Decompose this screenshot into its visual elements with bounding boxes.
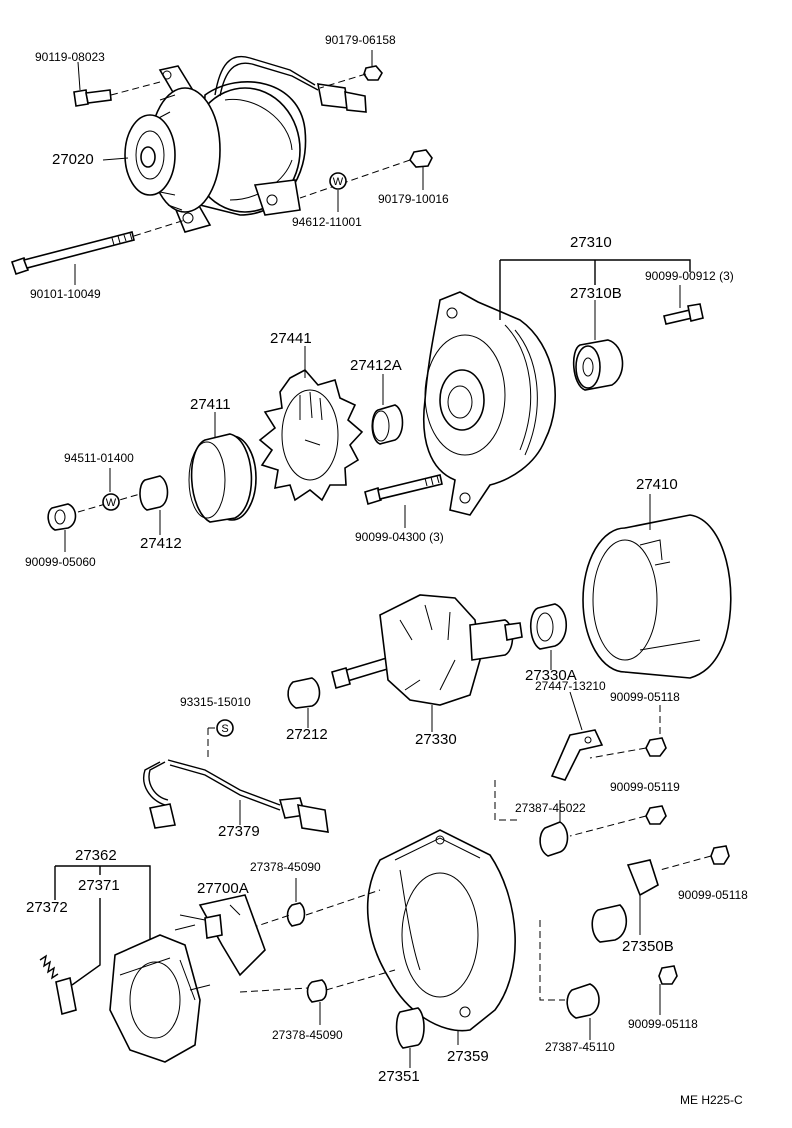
- label-27330a: 27330A: [525, 667, 577, 684]
- label-94511-01400: 94511-01400: [64, 451, 134, 465]
- label-27212: 27212: [286, 726, 328, 743]
- label-90099-05118-c: 90099-05118: [628, 1017, 698, 1031]
- bracket-27447-13210-drawing: [550, 729, 604, 781]
- label-27310b: 27310B: [570, 285, 622, 302]
- label-90099-05118-b: 90099-05118: [678, 888, 748, 902]
- washer-w-marker-2: W: [102, 493, 120, 511]
- label-27441: 27441: [270, 330, 312, 347]
- label-27411: 27411: [190, 396, 231, 413]
- label-27387-45110: 27387-45110: [545, 1040, 615, 1054]
- label-90099-04300: 90099-04300 (3): [355, 530, 444, 544]
- label-90099-00912: 90099-00912 (3): [645, 269, 734, 283]
- label-90099-05118-a: 90099-05118: [610, 690, 680, 704]
- terminal-insulator-27387-45022-drawing: [539, 821, 569, 857]
- label-90101-10049: 90101-10049: [30, 287, 101, 301]
- label-27378-45090-a: 27378-45090: [250, 860, 321, 874]
- nut-90099-05118-c-drawing: [658, 965, 678, 985]
- label-27412: 27412: [140, 535, 182, 552]
- insulator-27378-45090-a-drawing: [286, 902, 306, 927]
- label-90099-05060: 90099-05060: [25, 555, 96, 569]
- nut-90099-05118-b-drawing: [710, 845, 730, 865]
- s-marker: S: [216, 719, 234, 737]
- rotor-27330-drawing: [331, 594, 523, 706]
- spacer-27412a-drawing: [371, 404, 404, 445]
- harness-27379-drawing: [143, 759, 329, 833]
- collar-27412-drawing: [139, 475, 169, 511]
- label-90179-10016: 90179-10016: [378, 192, 449, 206]
- diagram-code: ME H225-C: [680, 1093, 743, 1107]
- label-27412a: 27412A: [350, 357, 402, 374]
- rectifier-end-frame-27359-drawing: [366, 829, 516, 1032]
- bearing-27310b-drawing: [572, 339, 624, 391]
- label-27310: 27310: [570, 234, 612, 251]
- label-27359: 27359: [447, 1048, 489, 1065]
- label-27020: 27020: [52, 151, 94, 168]
- nut-90179-06158-drawing: [363, 65, 383, 81]
- washer-w-marker-1: W: [329, 172, 347, 190]
- label-27387-45022: 27387-45022: [515, 801, 586, 815]
- label-27330: 27330: [415, 731, 457, 748]
- bolt-90099-04300-drawing: [364, 474, 443, 506]
- nut-90099-05118-a-drawing: [645, 737, 667, 757]
- alternator-assembly-drawing: [124, 56, 367, 233]
- fan-27441-drawing: [258, 368, 364, 502]
- w-marker-2-text: W: [106, 497, 117, 509]
- label-93315-15010: 93315-15010: [180, 695, 251, 709]
- label-27362: 27362: [75, 847, 117, 864]
- label-27378-45090-b: 27378-45090: [272, 1028, 343, 1042]
- bushing-27351-drawing: [395, 1007, 425, 1049]
- collar-27212-drawing: [287, 677, 321, 709]
- rectifier-holder-27362-drawing: [109, 924, 211, 1063]
- label-27700a: 27700A: [197, 880, 249, 897]
- insulator-27378-45090-b-drawing: [306, 979, 328, 1003]
- label-94612-11001: 94612-11001: [292, 215, 362, 229]
- screw-90099-00912-drawing: [663, 303, 704, 325]
- drive-end-frame-drawing: [423, 291, 556, 516]
- terminal-insulator-27387-45110-drawing: [566, 983, 600, 1019]
- s-marker-text: S: [221, 723, 228, 735]
- label-27447-13210: 27447-13210: [535, 679, 606, 693]
- label-90119-08023: 90119-08023: [35, 50, 105, 64]
- w-marker-1-text: W: [333, 176, 344, 188]
- label-27350b: 27350B: [622, 938, 674, 955]
- label-27371: 27371: [78, 877, 120, 894]
- nut-90099-05119-drawing: [645, 805, 667, 825]
- label-27351: 27351: [378, 1068, 420, 1085]
- label-27379: 27379: [218, 823, 260, 840]
- pulley-27411-drawing: [188, 433, 257, 523]
- spring-27372-drawing: [39, 954, 59, 980]
- nut-90099-05060-drawing: [47, 503, 77, 531]
- label-27410: 27410: [636, 476, 678, 493]
- leader-lines: [64, 50, 681, 1068]
- label-90179-06158: 90179-06158: [325, 33, 396, 47]
- bolt-90101-10049-drawing: [10, 219, 186, 276]
- bearing-27330a-drawing: [529, 603, 568, 650]
- brush-27371-drawing: [55, 976, 77, 1016]
- label-90099-05119: 90099-05119: [610, 780, 680, 794]
- nut-90179-10016-drawing: [409, 149, 433, 168]
- regulator-27700a-drawing: [179, 894, 266, 977]
- bolt-90119-08023-drawing: [73, 81, 161, 107]
- label-27372: 27372: [26, 899, 68, 916]
- stator-27410-drawing: [582, 514, 732, 679]
- cap-27350b-drawing: [591, 859, 659, 943]
